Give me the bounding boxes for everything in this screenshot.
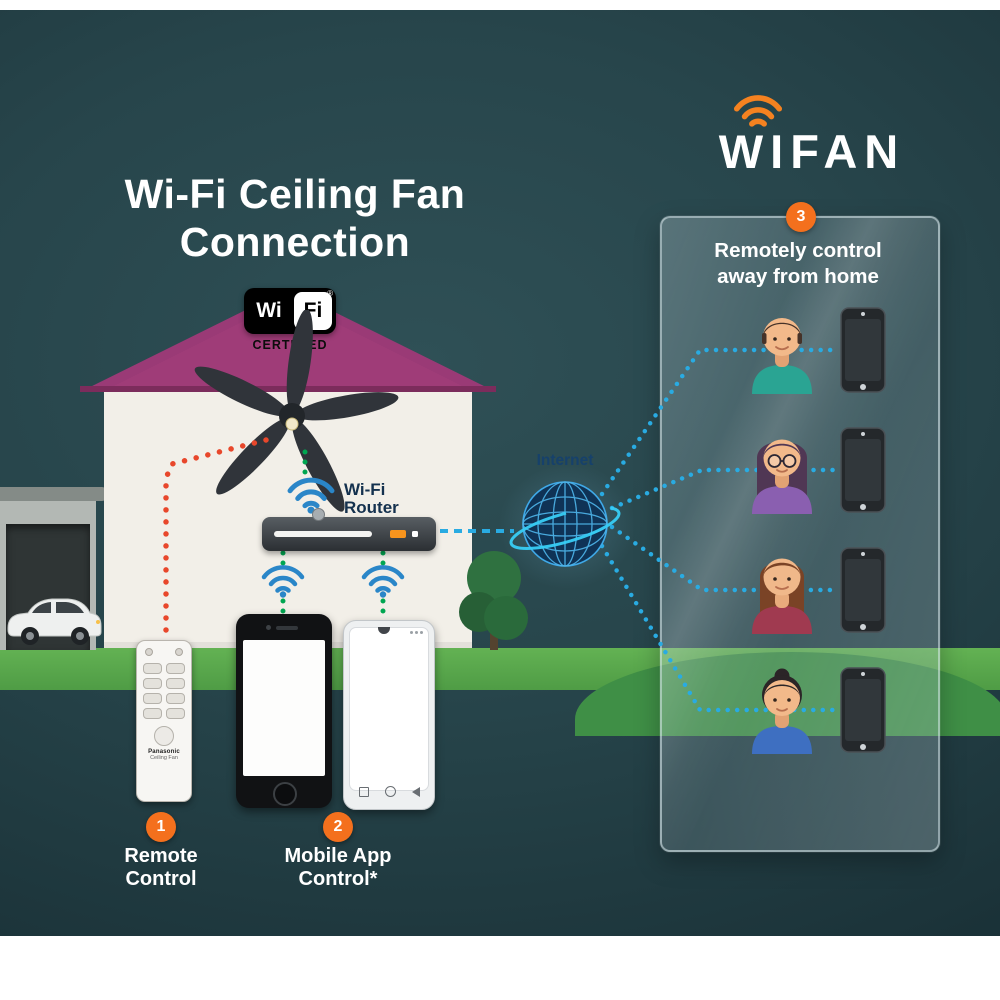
remote-user-row [740, 546, 886, 634]
router-antenna [312, 508, 325, 521]
remote-user-row [740, 666, 886, 754]
remote-button [166, 663, 185, 674]
person-avatar-woman-glasses-icon [752, 439, 812, 514]
smartphone-black [236, 614, 332, 808]
router-led [390, 530, 406, 538]
wifi-icon [287, 477, 335, 514]
remote-button [143, 693, 162, 704]
person-avatar-girl-bun-icon [752, 668, 812, 754]
remote-user-row [740, 426, 886, 514]
car-icon [7, 598, 102, 645]
step-3-label-line1: Remotely control [714, 239, 882, 262]
garage-roof [0, 487, 106, 501]
remote-button [145, 648, 153, 656]
wifi-icon [261, 565, 305, 598]
wifan-wifi-arcs-icon [733, 95, 783, 127]
smartphone-icon [840, 547, 886, 633]
step-1-badge: 1 [146, 812, 176, 842]
phone-screen [243, 640, 325, 776]
nav-square-icon [358, 786, 369, 797]
remote-button [166, 678, 185, 689]
step-1-label: Remote Control [91, 845, 231, 891]
step-2-label: Mobile App Control* [258, 845, 418, 891]
step-2-label-line1: Mobile App [284, 845, 392, 867]
router-label: Wi-Fi Router [344, 480, 399, 518]
step-2-label-line2: Control* [298, 868, 378, 891]
person-avatar-woman-icon [752, 558, 812, 634]
phone-speaker [276, 626, 298, 630]
nav-back-icon [411, 786, 420, 797]
remote-brand-text: Panasonic [148, 749, 180, 755]
remote-button [166, 693, 185, 704]
globe-icon [509, 481, 621, 567]
nav-circle-icon [384, 786, 396, 797]
tree-icon [459, 551, 528, 650]
remote-button [143, 708, 162, 719]
remote-button [175, 648, 183, 656]
page-title-line1: Wi-Fi Ceiling Fan [124, 171, 466, 217]
smartphone-icon [840, 427, 886, 513]
remote-user-row [740, 306, 886, 394]
registered-mark: ® [327, 289, 333, 298]
remote-button [143, 663, 162, 674]
phone-home-button [273, 782, 297, 806]
smartphone-icon [840, 307, 886, 393]
remote-dial [154, 726, 174, 746]
page-title-line2: Connection [179, 219, 411, 266]
phone-nav-bar [344, 786, 434, 797]
router-label-line1: Wi-Fi [344, 480, 386, 499]
phone-notch [378, 627, 390, 634]
remote-control: Panasonic Ceiling Fan [136, 640, 192, 802]
phone-screen [349, 627, 429, 791]
page-title: Wi-Fi Ceiling Fan Connection [88, 170, 502, 267]
router-label-line2: Router [344, 498, 399, 518]
router-icon [262, 508, 436, 551]
step-1-label-line1: Remote [124, 845, 198, 867]
wifi-icon [361, 565, 405, 598]
phone-camera-dot [266, 625, 271, 630]
person-avatar-man-icon [752, 318, 812, 394]
step-1-label-line2: Control [125, 868, 197, 891]
brand-logo-text: WIFAN [718, 125, 906, 178]
step-3-label: Remotely control away from home [664, 238, 932, 289]
internet-label: Internet [536, 452, 594, 469]
step-3-label-line2: away from home [717, 264, 879, 288]
remote-button [166, 708, 185, 719]
bottom-white-bar [0, 936, 1000, 1000]
smartphone-icon [840, 667, 886, 753]
remote-button [143, 678, 162, 689]
phone-status-icons [410, 631, 423, 634]
router-slot [274, 531, 372, 537]
step-3-badge: 3 [786, 202, 816, 232]
smartphone-white [343, 620, 435, 810]
step-2-badge: 2 [323, 812, 353, 842]
top-white-bar [0, 0, 1000, 10]
router-led [412, 531, 418, 537]
wifi-logo-wi: Wi [256, 299, 282, 322]
remote-model-text: Ceiling Fan [150, 755, 178, 761]
